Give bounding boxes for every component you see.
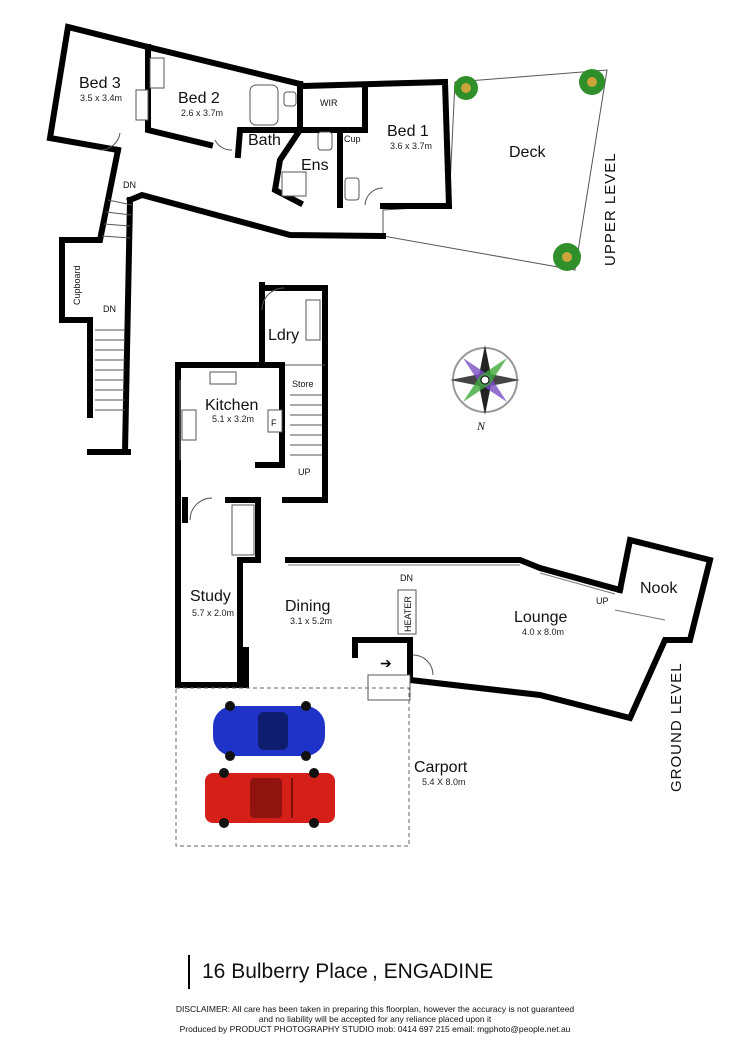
dn-marker-dining: DN — [400, 573, 413, 583]
cup-name: Cup — [344, 134, 361, 144]
level-labels: UPPER LEVEL GROUND LEVEL — [602, 152, 685, 792]
upper-level-label: UPPER LEVEL — [602, 152, 619, 266]
lounge-dim: 4.0 x 8.0m — [522, 627, 564, 637]
study-dim: 5.7 x 2.0m — [192, 608, 234, 618]
study-name: Study — [190, 588, 231, 605]
cupboard-name: Cupboard — [72, 265, 82, 305]
carport-dim: 5.4 X 8.0m — [422, 777, 466, 787]
wir-name: WIR — [320, 98, 338, 108]
ground-level-walls — [175, 282, 714, 722]
nook-name: Nook — [640, 580, 678, 597]
dining-dim: 3.1 x 5.2m — [290, 616, 332, 626]
carport-name: Carport — [414, 759, 468, 776]
disclaimer: DISCLAIMER: All care has been taken in p… — [0, 1004, 750, 1034]
deck-name: Deck — [509, 144, 546, 161]
lounge-name: Lounge — [514, 609, 567, 626]
heater-label: HEATER — [403, 596, 413, 632]
bed2-name: Bed 2 — [178, 90, 220, 107]
entry-arrow-icon: ➔ — [380, 655, 392, 671]
bed1-dim: 3.6 x 3.7m — [390, 141, 432, 151]
blue-car-icon — [213, 701, 325, 761]
plant-icons — [454, 69, 605, 271]
disclaimer-line: DISCLAIMER: All care has been taken in p… — [175, 1004, 575, 1014]
bath-name: Bath — [248, 132, 281, 149]
compass-icon — [450, 345, 520, 415]
carport-outline — [175, 687, 410, 847]
up-marker-kitchen: UP — [298, 467, 311, 477]
red-ute-icon — [205, 768, 335, 828]
bed1-name: Bed 1 — [387, 123, 429, 140]
upper-level-walls — [46, 23, 608, 456]
ldry-name: Ldry — [268, 327, 299, 344]
room-labels: Bed 3 3.5 x 3.4m Bed 2 2.6 x 3.7m Bath W… — [72, 75, 678, 787]
disclaimer-line: Produced by PRODUCT PHOTOGRAPHY STUDIO m… — [179, 1024, 571, 1034]
bed3-name: Bed 3 — [79, 75, 121, 92]
dining-name: Dining — [285, 598, 330, 615]
ground-level-label: GROUND LEVEL — [668, 662, 685, 792]
store-name: Store — [292, 379, 314, 389]
bed3-dim: 3.5 x 3.4m — [80, 93, 122, 103]
up-marker-nook: UP — [596, 596, 609, 606]
kitchen-name: Kitchen — [205, 397, 258, 414]
dn-marker-stair: DN — [103, 304, 116, 314]
bed2-dim: 2.6 x 3.7m — [181, 108, 223, 118]
north-label: N — [476, 419, 486, 433]
marker-labels: DN DN UP DN UP F HEATER N ➔ — [103, 180, 609, 671]
ens-name: Ens — [301, 157, 329, 174]
fridge-marker: F — [271, 418, 277, 428]
disclaimer-line: and no liability will be accepted for an… — [258, 1014, 492, 1024]
kitchen-dim: 5.1 x 3.2m — [212, 414, 254, 424]
dn-marker-upper: DN — [123, 180, 136, 190]
property-address: 16 Bulberry Place , ENGADINE — [188, 955, 493, 989]
